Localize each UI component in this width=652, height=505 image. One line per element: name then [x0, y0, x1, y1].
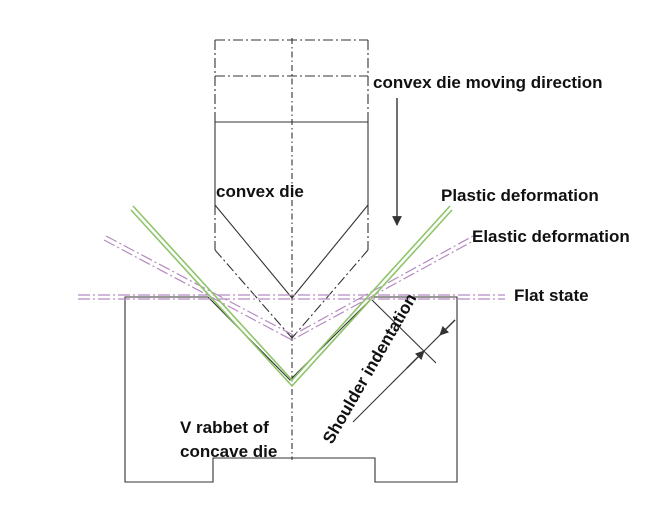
- flat-state-sheet: [78, 294, 505, 300]
- v-rabbet-label-line2: concave die: [180, 442, 277, 461]
- convex-die-label: convex die: [216, 182, 304, 201]
- concave-die-outline: [124, 296, 458, 483]
- plastic-deformation-sheet: [130, 205, 453, 388]
- shoulder-indentation-label: Shoulder indentation: [319, 290, 420, 447]
- v-rabbet-label-line1: V rabbet of: [180, 418, 269, 437]
- flat-state-label: Flat state: [514, 286, 589, 305]
- shoulder-indentation-dimension: [352, 299, 456, 423]
- moving-direction-label: convex die moving direction: [373, 73, 603, 92]
- elastic-deformation-label: Elastic deformation: [472, 227, 630, 246]
- plastic-deformation-label: Plastic deformation: [441, 186, 599, 205]
- elastic-deformation-sheet: [103, 235, 476, 341]
